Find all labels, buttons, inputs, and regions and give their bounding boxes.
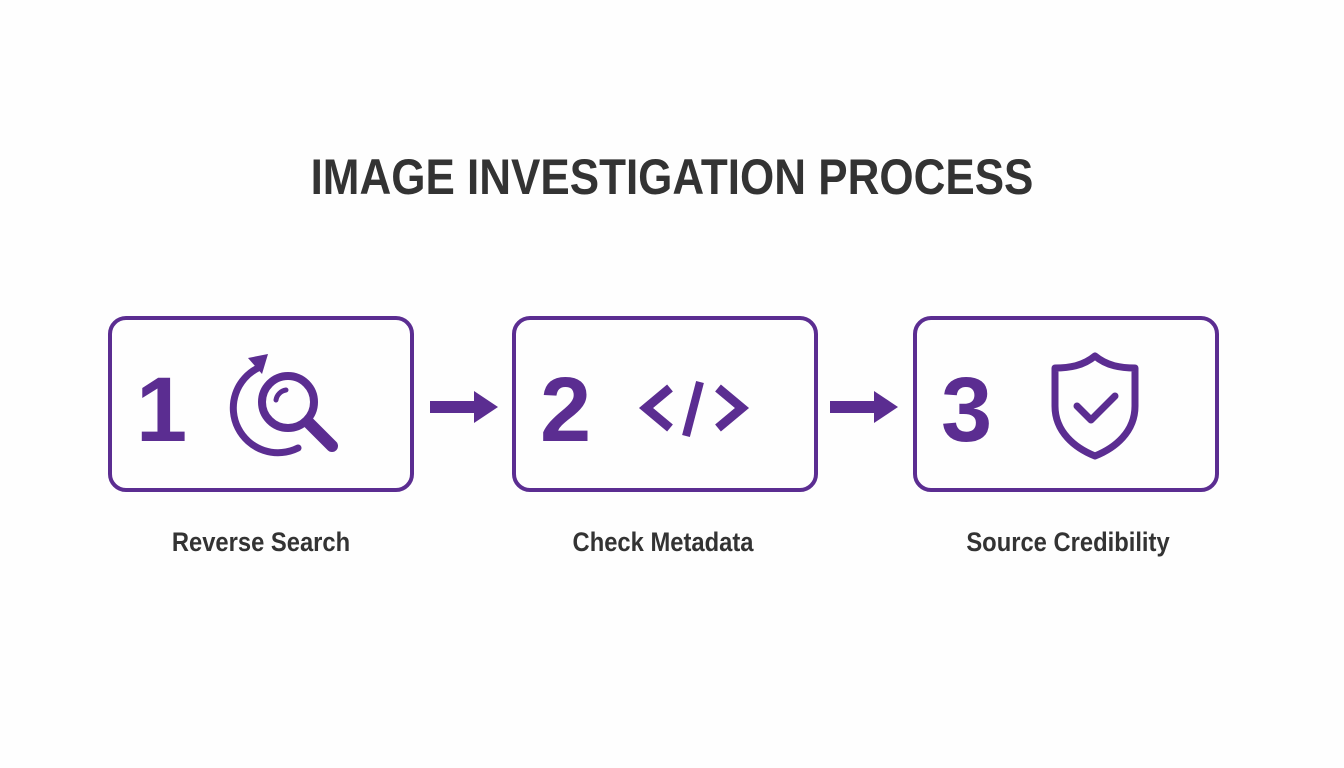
arrow-right-icon [430,391,498,423]
step-3-box: 3 [913,316,1219,492]
code-icon [638,380,750,438]
shield-check-icon [1051,352,1139,460]
page-title: IMAGE INVESTIGATION PROCESS [310,149,1034,205]
step-2-label: Check Metadata [572,527,754,557]
step-2-box: 2 [512,316,818,492]
arrow-right-icon [830,391,898,423]
step-number: 2 [540,359,592,461]
reverse-search-icon [229,354,338,457]
step-1-label: Reverse Search [171,527,351,557]
step-3-label: Source Credibility [966,527,1170,557]
step-number: 1 [136,359,188,461]
step-number: 3 [941,359,993,461]
step-1-box: 1 [108,316,414,492]
